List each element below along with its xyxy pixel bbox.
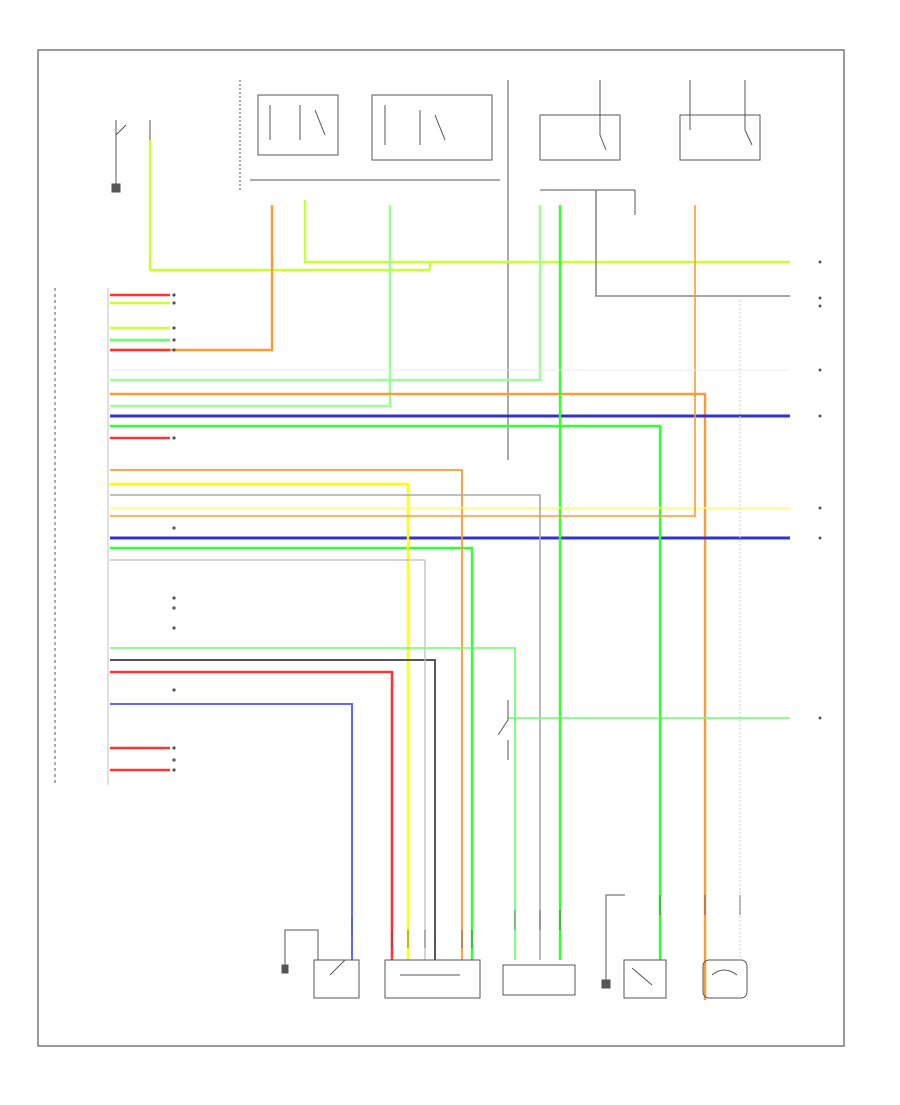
relay-box-4 [679, 114, 761, 161]
mid-switch [497, 700, 509, 760]
shift-lever-position-sensor [384, 959, 481, 999]
wires [110, 140, 790, 1000]
relay-box-3 [539, 114, 621, 161]
trans-range-switch [281, 929, 360, 999]
stop-lamp-switch [601, 894, 667, 999]
top-left-switch [111, 120, 151, 193]
bottom-connector-stubs [351, 895, 741, 948]
connector-terminals [172, 293, 176, 772]
bottom-components [281, 894, 748, 999]
output-speed-sensor [702, 959, 748, 999]
top-fuse-relay-area [111, 80, 761, 460]
diagram-border [37, 49, 845, 1047]
relay-box-1 [257, 94, 339, 156]
turbine-speed-sensor [502, 964, 576, 996]
right-terminals [818, 260, 822, 720]
ecu-connector [54, 288, 109, 785]
relay-box-2 [371, 94, 493, 161]
